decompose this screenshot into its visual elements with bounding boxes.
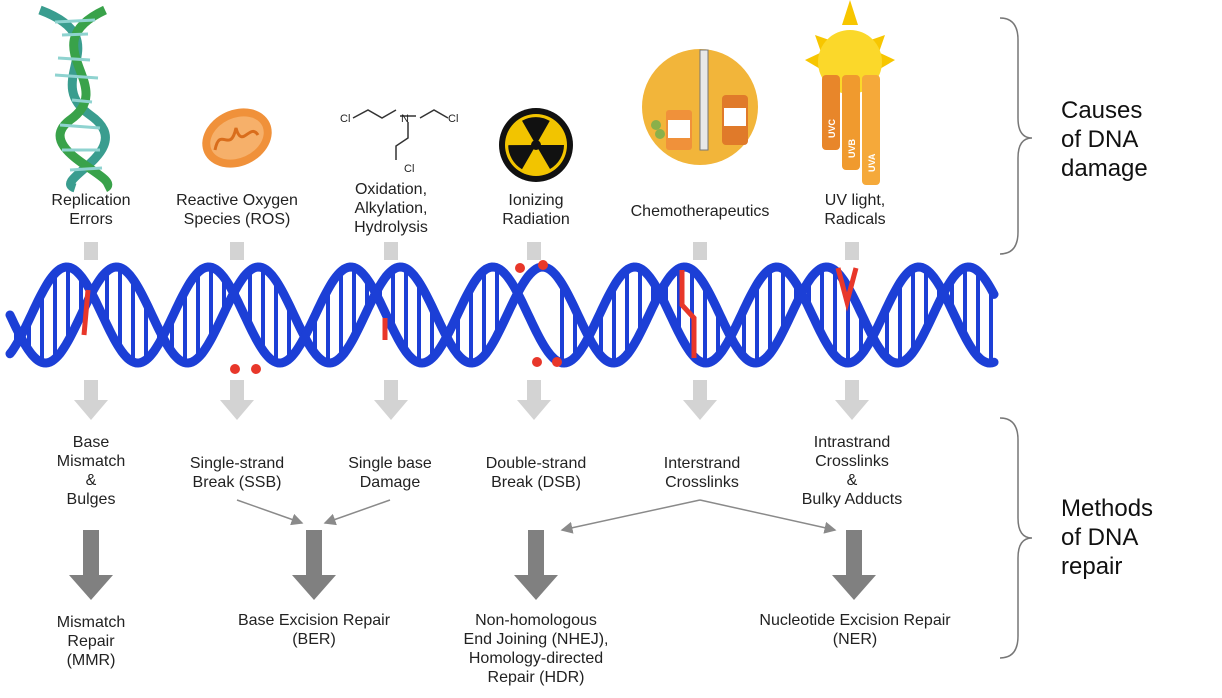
repair-label-ner: Nucleotide Excision Repair (NER) xyxy=(759,612,951,648)
cause-label-replication-errors: Replication Errors xyxy=(51,192,131,228)
molecule-atom-cl1: Cl xyxy=(340,113,350,125)
damage-arrows xyxy=(74,380,869,420)
side-label-methods: Methods of DNA repair xyxy=(1061,495,1154,580)
cause-connectors xyxy=(84,242,859,260)
molecule-atom-cl3: Cl xyxy=(404,163,414,175)
dsb-break-mark xyxy=(552,357,562,367)
ssb-break-mark xyxy=(230,364,240,374)
damage-label-dsb: Double-strand Break (DSB) xyxy=(485,455,587,491)
damage-label-ssb: Single-strand Break (SSB) xyxy=(189,455,285,491)
uv-band-label: UVB xyxy=(847,138,857,158)
cause-label-ros: Reactive Oxygen Species (ROS) xyxy=(176,192,298,228)
intrastrand-crosslink-mark xyxy=(835,267,859,312)
drugs-icon xyxy=(642,49,758,165)
damage-marks xyxy=(81,260,859,374)
dsb-break-mark xyxy=(532,357,542,367)
side-label-causes: Causes of DNA damage xyxy=(1061,97,1148,182)
repair-label-mmr: Mismatch Repair (MMR) xyxy=(56,614,126,669)
repair-label-ber: Base Excision Repair (BER) xyxy=(237,612,391,648)
damage-label-mismatch: Base Mismatch & Bulges xyxy=(56,434,126,508)
dna-helix-icon xyxy=(38,5,113,193)
interstrand-crosslink-mark xyxy=(679,270,697,358)
uv-band-label: UVC xyxy=(827,118,837,138)
mismatch-mark xyxy=(81,289,91,336)
repair-arrows xyxy=(69,530,876,600)
sun-icon xyxy=(805,0,895,185)
cause-label-ionizing-radiation: Ionizing Radiation xyxy=(502,192,570,228)
uv-band-label: UVA xyxy=(867,153,877,172)
repair-label-nhej-hdr: Non-homologous End Joining (NHEJ), Homol… xyxy=(463,612,609,686)
pathway-connectors xyxy=(236,499,837,534)
dsb-break-mark xyxy=(515,263,525,273)
molecule-atom-cl2: Cl xyxy=(448,113,458,125)
radiation-icon xyxy=(499,108,573,182)
damage-label-interstrand: Interstrand Crosslinks xyxy=(663,455,741,491)
causes-bracket xyxy=(999,17,1033,255)
cause-label-uv-light: UV light, Radicals xyxy=(824,192,886,228)
ssb-break-mark xyxy=(251,364,261,374)
mustard-molecule-icon xyxy=(352,109,449,160)
dna-double-helix xyxy=(5,262,999,368)
molecule-atom-n: N xyxy=(401,113,409,125)
damage-label-single-base: Single base Damage xyxy=(348,455,432,491)
cause-label-oxidation: Oxidation, Alkylation, Hydrolysis xyxy=(354,181,428,236)
mitochondrion-icon xyxy=(202,108,272,168)
dsb-break-mark xyxy=(538,260,548,270)
methods-bracket xyxy=(999,417,1033,659)
damage-label-intrastrand: Intrastrand Crosslinks & Bulky Adducts xyxy=(801,434,903,508)
cause-label-chemotherapeutics: Chemotherapeutics xyxy=(630,203,770,220)
